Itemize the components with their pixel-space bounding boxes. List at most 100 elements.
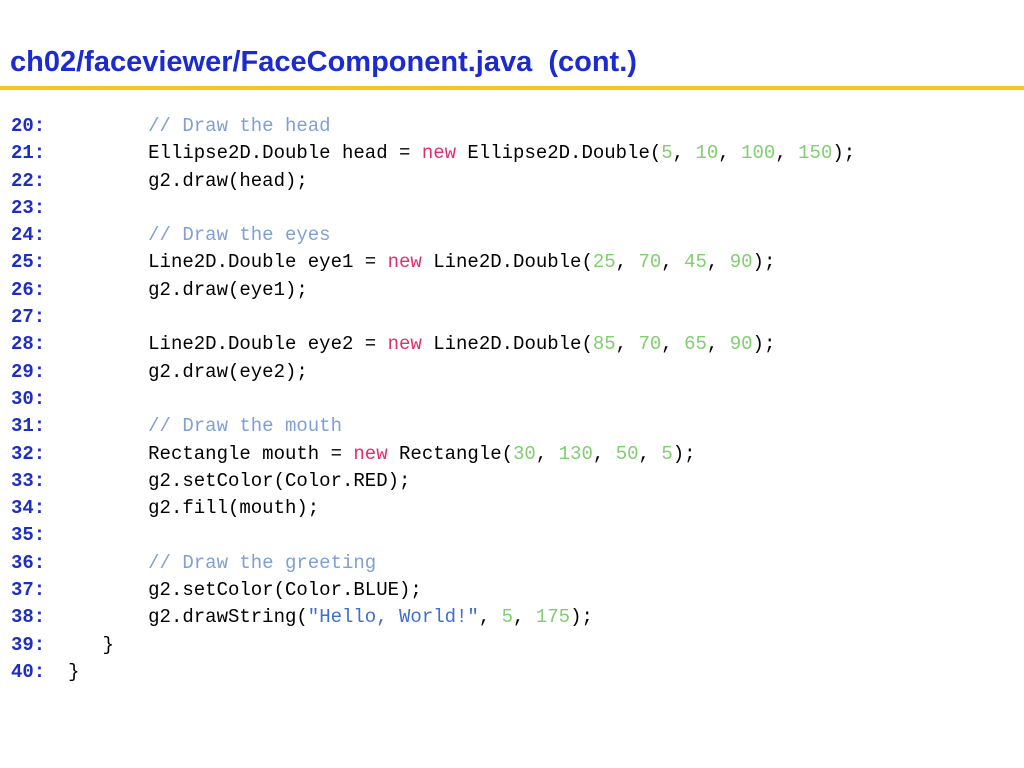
code-token-plain: g2.draw(head); bbox=[148, 169, 308, 192]
code-text: g2.draw(head); bbox=[148, 168, 308, 195]
code-token-plain: ); bbox=[752, 333, 776, 356]
code-line: 30: bbox=[11, 386, 1011, 413]
code-token-plain: Rectangle mouth = bbox=[148, 442, 354, 465]
code-token-number: 30 bbox=[513, 442, 536, 465]
code-text: // Draw the mouth bbox=[148, 413, 342, 440]
code-token-plain: g2.fill(mouth); bbox=[148, 497, 320, 520]
code-token-plain: , bbox=[775, 142, 799, 165]
code-token-number: 10 bbox=[695, 142, 719, 165]
code-token-number: 50 bbox=[615, 442, 639, 465]
code-line: 33: g2.setColor(Color.RED); bbox=[11, 468, 1011, 495]
code-text: // Draw the greeting bbox=[148, 550, 376, 577]
line-number: 28: bbox=[11, 333, 46, 356]
code-line: 31: // Draw the mouth bbox=[11, 413, 1011, 440]
code-token-plain: , bbox=[706, 333, 730, 356]
code-line: 39:} bbox=[11, 632, 1011, 659]
line-number: 22: bbox=[11, 169, 46, 192]
code-text: } bbox=[102, 632, 113, 659]
code-token-plain: g2.drawString( bbox=[148, 606, 308, 629]
code-token-plain: , bbox=[513, 606, 536, 629]
code-line: 36: // Draw the greeting bbox=[11, 550, 1011, 577]
code-line: 20:// Draw the head bbox=[11, 113, 1011, 140]
line-number: 27: bbox=[11, 306, 46, 329]
line-number: 35: bbox=[11, 524, 46, 547]
code-token-comment: // Draw the head bbox=[148, 115, 331, 137]
code-token-number: 25 bbox=[592, 251, 616, 274]
code-text: Ellipse2D.Double head = new Ellipse2D.Do… bbox=[148, 140, 855, 167]
code-text: g2.drawString("Hello, World!", 5, 175); bbox=[148, 604, 593, 631]
code-token-plain: Line2D.Double( bbox=[421, 333, 593, 356]
code-token-plain: ); bbox=[752, 251, 776, 274]
code-line: 37: g2.setColor(Color.BLUE); bbox=[11, 577, 1011, 604]
code-token-plain: , bbox=[615, 333, 639, 356]
code-token-comment: // Draw the mouth bbox=[148, 415, 342, 438]
code-text: g2.draw(eye2); bbox=[148, 359, 308, 386]
line-number: 32: bbox=[11, 442, 46, 465]
code-token-plain: , bbox=[592, 442, 616, 465]
code-token-number: 70 bbox=[638, 251, 662, 274]
code-token-plain: g2.draw(eye1); bbox=[148, 278, 308, 301]
title-divider bbox=[0, 86, 1024, 90]
code-line: 26: g2.draw(eye1); bbox=[11, 277, 1011, 304]
code-line: 29: g2.draw(eye2); bbox=[11, 359, 1011, 386]
line-number: 24: bbox=[11, 224, 46, 247]
code-line: 32: Rectangle mouth = new Rectangle(30, 1… bbox=[11, 441, 1011, 468]
code-token-number: 130 bbox=[558, 442, 593, 465]
line-number: 25: bbox=[11, 251, 46, 274]
code-token-number: 175 bbox=[535, 606, 571, 629]
line-number: 37: bbox=[11, 579, 46, 602]
line-number: 21: bbox=[11, 142, 46, 165]
code-text: g2.fill(mouth); bbox=[148, 495, 319, 522]
code-token-plain: , bbox=[706, 251, 730, 274]
code-token-plain: g2.setColor(Color.RED); bbox=[148, 469, 411, 492]
code-line: 27: bbox=[11, 304, 1011, 331]
line-number: 30: bbox=[11, 387, 46, 410]
code-token-number: 5 bbox=[661, 442, 673, 465]
code-line: 28: Line2D.Double eye2 = new Line2D.Doubl… bbox=[11, 331, 1011, 358]
code-token-plain: ); bbox=[570, 606, 593, 629]
code-text: // Draw the eyes bbox=[148, 222, 330, 249]
code-token-plain: , bbox=[672, 142, 696, 165]
code-token-plain: , bbox=[615, 251, 639, 274]
code-line: 34: g2.fill(mouth); bbox=[11, 495, 1011, 522]
code-token-number: 70 bbox=[638, 333, 662, 356]
line-number: 31: bbox=[11, 415, 46, 438]
code-token-plain: g2.setColor(Color.BLUE); bbox=[148, 579, 422, 602]
code-token-keyword: new bbox=[421, 142, 457, 165]
code-line: 24: // Draw the eyes bbox=[11, 222, 1011, 249]
code-token-plain: g2.draw(eye2); bbox=[148, 360, 308, 383]
code-text: g2.draw(eye1); bbox=[148, 277, 308, 304]
line-number: 29: bbox=[11, 360, 46, 383]
code-text: Line2D.Double eye1 = new Line2D.Double(2… bbox=[148, 249, 775, 276]
code-token-plain: , bbox=[661, 333, 685, 356]
code-token-plain: , bbox=[638, 442, 662, 465]
line-number: 39: bbox=[11, 633, 46, 656]
line-number: 33: bbox=[11, 469, 46, 492]
code-line: 38: g2.drawString("Hello, World!", 5, 175… bbox=[11, 604, 1011, 631]
line-number: 38: bbox=[11, 606, 46, 629]
code-token-plain: Line2D.Double( bbox=[421, 251, 593, 274]
code-token-plain: } bbox=[102, 633, 114, 656]
line-number: 34: bbox=[11, 497, 46, 520]
code-token-plain: Line2D.Double eye2 = bbox=[148, 333, 388, 356]
line-number: 36: bbox=[11, 551, 46, 574]
slide-title: ch02/faceviewer/FaceComponent.java (cont… bbox=[10, 46, 637, 78]
line-number: 23: bbox=[11, 196, 46, 219]
code-token-number: 65 bbox=[684, 333, 707, 356]
code-token-plain: Ellipse2D.Double head = bbox=[148, 142, 422, 165]
code-token-plain: , bbox=[718, 142, 742, 165]
code-token-number: 90 bbox=[729, 333, 753, 356]
code-text: Line2D.Double eye2 = new Line2D.Double(8… bbox=[148, 331, 775, 358]
code-token-number: 150 bbox=[798, 142, 833, 165]
code-text: Rectangle mouth = new Rectangle(30, 130,… bbox=[148, 441, 695, 468]
code-token-number: 5 bbox=[661, 142, 673, 165]
code-text: } bbox=[68, 659, 79, 686]
code-token-plain: , bbox=[661, 251, 685, 274]
code-token-number: 45 bbox=[684, 251, 707, 274]
line-number: 26: bbox=[11, 278, 46, 301]
code-token-number: 5 bbox=[501, 606, 514, 629]
code-token-plain: Ellipse2D.Double( bbox=[456, 142, 662, 165]
code-line: 22: g2.draw(head); bbox=[11, 168, 1011, 195]
code-text: g2.setColor(Color.BLUE); bbox=[148, 577, 422, 604]
